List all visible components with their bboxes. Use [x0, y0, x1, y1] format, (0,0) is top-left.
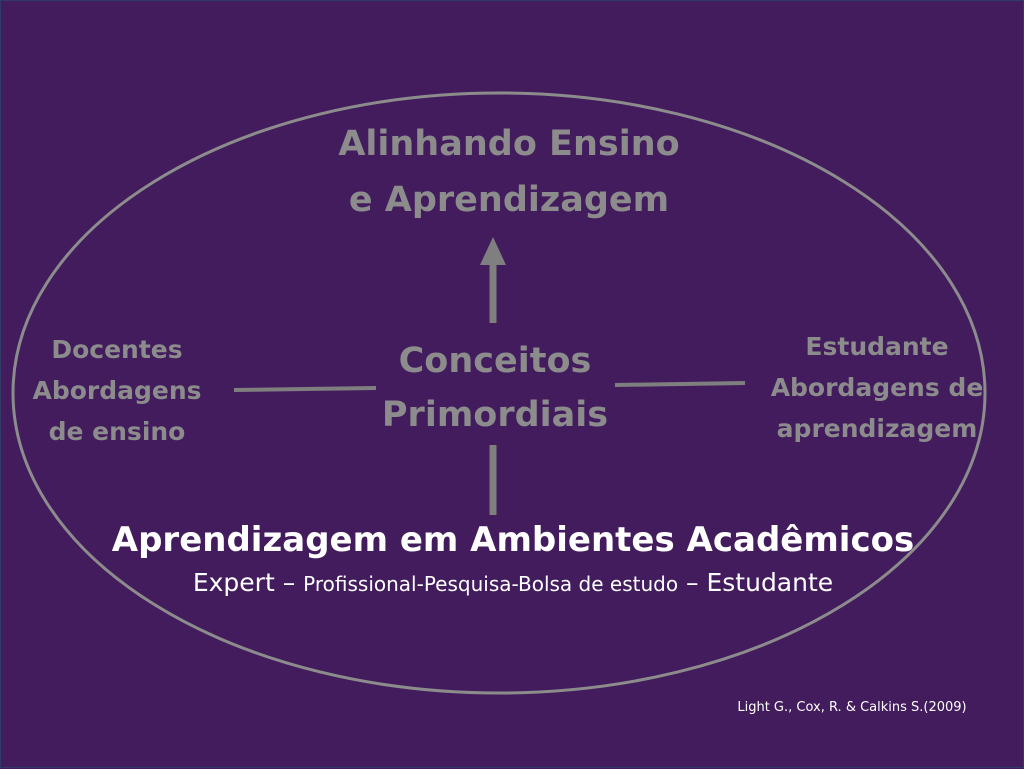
citation: Light G., Cox, R. & Calkins S.(2009)	[737, 700, 967, 715]
subline-part-3: – Estudante	[678, 568, 834, 597]
left-block-line-2: Abordagens	[32, 376, 202, 405]
subline: Expert – Profissional-Pesquisa-Bolsa de …	[61, 564, 965, 603]
right-block-line-3: aprendizagem	[776, 414, 978, 443]
top-title: Alinhando Ensino e Aprendizagem	[313, 116, 705, 228]
top-title-line-1: Alinhando Ensino	[338, 124, 680, 164]
headline: Aprendizagem em Ambientes Acadêmicos	[111, 520, 915, 560]
right-block-line-1: Estudante	[805, 332, 949, 361]
connector-left	[233, 386, 377, 392]
arrow-up-head	[480, 237, 506, 265]
left-block-line-1: Docentes	[51, 335, 183, 364]
center-title-line-1: Conceitos	[398, 341, 592, 381]
right-block-line-2: Abordagens de	[770, 373, 984, 402]
center-title: Conceitos Primordiais	[353, 334, 637, 442]
right-block: Estudante Abordagens de aprendizagem	[757, 326, 997, 449]
left-block-line-3: de ensino	[48, 417, 186, 446]
outer-ellipse	[11, 91, 987, 695]
subline-part-1: Expert –	[192, 568, 304, 597]
connector-right	[614, 381, 746, 387]
subline-part-2: Profissional-Pesquisa-Bolsa de estudo	[303, 572, 679, 596]
left-block: Docentes Abordagens de ensino	[19, 329, 215, 452]
center-title-line-2: Primordiais	[381, 395, 609, 435]
top-title-line-2: e Aprendizagem	[348, 180, 670, 220]
